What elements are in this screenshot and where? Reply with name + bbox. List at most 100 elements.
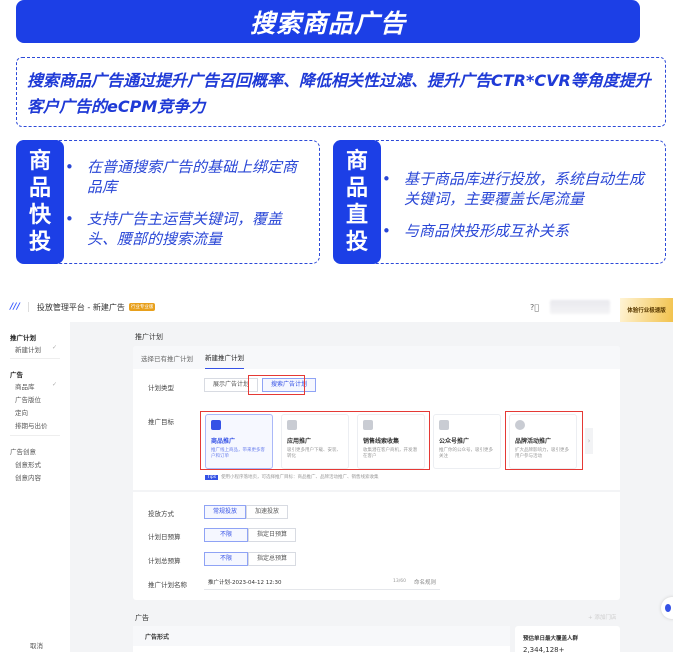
goal-card-brand[interactable]: 品牌活动推广扩大品牌影响力，吸引更多用户参与活动 [509,414,577,469]
goal-card-official-account[interactable]: 公众号推广推广你的公众号，吸引更多关注 [433,414,501,469]
edition-badge: 行业专业版 [128,303,156,311]
option-specify-total[interactable]: 指定总预算 [248,552,297,566]
goal-title: 品牌活动推广 [515,438,552,445]
app-store-icon [287,420,297,430]
sidebar-item-creative-content[interactable]: 创意内容 [15,474,41,482]
ad-section-title: 广告 [135,614,149,622]
label-char: 投 [345,230,368,255]
sidebar-item-placement[interactable]: 广告版位 [15,396,41,404]
account-menu[interactable] [550,300,610,314]
highlight-box [248,375,305,395]
logo-icon: /// [10,302,20,312]
char-count: 13/60 [393,579,406,584]
sidebar-item-creative-format[interactable]: 创意形式 [15,461,41,469]
goal-cards: 商品推广推广线上商品，带来更多客户和订单 应用推广吸引更多用户下载、安装、转化 … [205,414,595,469]
goal-desc: 收集潜在客户商机，开发潜在客户 [363,448,417,459]
tips: Tips 使用小程序落地页，可选择推广目标：商品推广、品牌活动推广、销售线索收集 [205,474,379,480]
option-accelerated[interactable]: 加速投放 [246,505,289,519]
option-unlimited[interactable]: 不限 [204,552,249,566]
option-unlimited[interactable]: 不限 [204,528,249,542]
sidebar-item-product-library[interactable]: 商品库 [15,383,35,391]
check-icon: ✓ [52,381,58,388]
delivery-selector: 常规投放加速投放 [204,505,289,519]
goal-title: 应用推广 [287,438,312,445]
label-char: 直 [345,203,368,228]
cancel-button[interactable]: 取消 [30,642,43,650]
chart-icon [363,420,373,430]
delivery-label: 投放方式 [148,510,174,518]
feature-label: 商品快投 [16,140,64,264]
ad-format-card: 广告形式 [133,626,510,656]
check-icon: ✓ [52,344,58,351]
daily-budget-label: 计划日预算 [148,533,181,541]
app-screenshot: /// 投放管理平台 - 新建广告 行业专业版 ?⃝ 体验行业极速版 推广计划 … [0,292,673,656]
goal-title: 公众号推广 [439,438,470,445]
plan-name-label: 推广计划名称 [148,581,187,589]
tips-tag: Tips [205,474,219,480]
goal-desc: 扩大品牌影响力，吸引更多用户参与活动 [515,448,569,459]
highlight-box [200,411,430,470]
sidebar-item-new-plan[interactable]: 新建计划 [15,346,41,354]
user-icon [439,420,449,430]
sidebar-item-schedule-bid[interactable]: 排期与出价 [15,422,48,430]
app-title: 投放管理平台 - 新建广告 [36,302,125,312]
sidebar-item-targeting[interactable]: 定向 [15,409,28,417]
goal-title: 销售线索收集 [363,438,400,445]
chevron-right-icon[interactable]: › [585,428,593,454]
daily-budget-selector: 不限指定日预算 [204,528,297,542]
total-budget-selector: 不限指定总预算 [204,552,297,566]
goal-card-product[interactable]: 商品推广推广线上商品，带来更多客户和订单 [205,414,273,469]
plan-name-value: 推广计划-2023-04-12 12:30 [208,579,282,586]
naming-rule-link[interactable]: 命名规则 [413,579,436,586]
sidebar-heading: 推广计划 [10,334,36,342]
goal-desc: 推广线上商品，带来更多客户和订单 [211,448,265,459]
droplet-icon [665,604,671,612]
label-char: 投 [28,230,51,255]
plan-name-input[interactable]: 推广计划-2023-04-12 12:30 13/60 命名规则 [204,574,440,590]
highlight-box [505,411,583,470]
promo-banner[interactable]: 体验行业极速版 [620,298,673,322]
option-display-plan[interactable]: 展示广告计划 [204,378,259,392]
section-title: 推广计划 [135,333,163,341]
feature-point: 基于商品库进行投放，系统自动生成关键词，主要覆盖长尾流量 [382,169,655,209]
floating-assistant-button[interactable] [661,597,673,619]
feature-box-quick: 商品快投 在普通搜索广告的基础上绑定商品库支持广告主运营关键词，覆盖头、腰部的搜… [16,140,320,264]
tab-existing-plan[interactable]: 选择已有推广计划 [141,354,193,363]
option-search-plan[interactable]: 搜索广告计划 [262,378,317,392]
ad-format-title: 广告形式 [133,626,510,646]
feature-label: 商品直投 [333,140,381,264]
plan-card: 选择已有推广计划 新建推广计划 计划类型 展示广告计划 搜索广告计划 推广目标 … [133,346,620,600]
add-store-button[interactable]: + 添加门店 [588,615,617,621]
tips-text: 使用小程序落地页，可选择推广目标：商品推广、品牌活动推广、销售线索收集 [221,475,379,480]
feature-point: 在普通搜索广告的基础上绑定商品库 [65,157,309,197]
label-char: 品 [28,176,51,201]
goal-card-app[interactable]: 应用推广吸引更多用户下载、安装、转化 [281,414,349,469]
plan-type-label: 计划类型 [148,384,174,392]
tab-new-plan[interactable]: 新建推广计划 [205,346,244,369]
label-char: 快 [28,203,51,228]
help-icon[interactable]: ?⃝ [530,302,540,312]
goal-title: 商品推广 [211,438,236,445]
title-banner: 搜索商品广告 [16,0,640,43]
goal-desc: 推广你的公众号，吸引更多关注 [439,448,493,459]
option-standard[interactable]: 常规投放 [204,505,247,519]
app-header: /// 投放管理平台 - 新建广告 行业专业版 ?⃝ 体验行业极速版 [0,292,673,322]
shopping-bag-icon [211,420,221,430]
plan-type-selector: 展示广告计划 搜索广告计划 [204,378,317,392]
label-char: 商 [28,149,51,174]
reach-value: 2,344,128+ [523,646,565,654]
feature-point: 与商品快投形成互补关系 [382,221,655,241]
sidebar-heading: 广告创意 [10,448,36,456]
reach-card: 预估单日最大覆盖人群 2,344,128+ [515,626,620,656]
goal-card-leads[interactable]: 销售线索收集收集潜在客户商机，开发潜在客户 [357,414,425,469]
chat-bubble-icon [515,420,525,430]
summary-text: 搜索商品广告通过提升广告召回概率、降低相关性过滤、提升广告CTR*CVR等角度提… [16,57,666,127]
label-char: 商 [345,149,368,174]
feature-point: 支持广告主运营关键词，覆盖头、腰部的搜索流量 [65,209,309,249]
reach-label: 预估单日最大覆盖人群 [523,636,579,642]
total-budget-label: 计划总预算 [148,557,181,565]
option-specify-daily[interactable]: 指定日预算 [248,528,297,542]
sidebar: 推广计划 新建计划✓ 广告 商品库✓ 广告版位 定向 排期与出价 广告创意 创意… [0,322,70,652]
goal-desc: 吸引更多用户下载、安装、转化 [287,448,341,459]
